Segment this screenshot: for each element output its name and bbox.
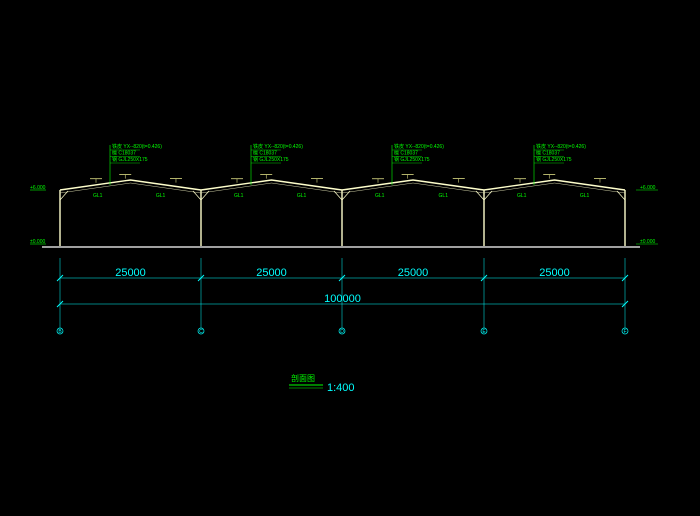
rafter-inner-span-2 [200, 182, 343, 194]
grid-axis-label: D [340, 329, 344, 335]
drawing-scale: 1:400 [327, 382, 355, 394]
drawing-title: 剖面图 1:400 [289, 373, 355, 394]
elevation-marks: +6.000 ±0.000 +6.000 ±0.000 [30, 185, 658, 245]
annotation-note-line: 铁皮 YX--820(t=0.426) [536, 143, 586, 150]
grid-axis-bubble [56, 327, 64, 335]
grid-axis-bubble [338, 327, 346, 335]
grid-axis-F: F [621, 327, 629, 335]
haunch-left-3 [341, 190, 351, 201]
grid-axis-label: E [482, 329, 486, 335]
annotation-note-line: 檩 C18037 [112, 150, 136, 157]
haunch-left-4 [483, 190, 493, 201]
rafter-span-1 [59, 179, 202, 191]
annotation-note-line: 铁皮 YX--820(t=0.426) [112, 143, 162, 150]
haunch-right-1 [192, 190, 202, 201]
portal-frames [59, 179, 626, 246]
purlin-label: GL1 [93, 193, 103, 199]
grid-axis-C: C [197, 327, 205, 335]
rafter-inner-span-3 [341, 182, 485, 194]
purlin-label: GL1 [156, 193, 166, 199]
purlin-label: GL1 [375, 193, 385, 199]
grid-axis-label: B [58, 329, 62, 335]
annotation-note-line: 檩 C18037 [536, 150, 560, 157]
annotation-note-line: 钢 GJL250X175 [253, 156, 289, 163]
haunch-left-2 [200, 190, 210, 201]
purlin-label: GL1 [439, 193, 449, 199]
annotation-note-line: 檩 C18037 [253, 150, 277, 157]
rafter-inner-span-4 [483, 182, 626, 194]
grid-axis-D: D [338, 327, 346, 335]
haunch-right-3 [475, 190, 485, 201]
grid-axis-label: F [623, 329, 626, 335]
purlin-label: GL1 [580, 193, 590, 199]
haunch-left-1 [59, 190, 69, 201]
span-dimension-4: 25000 [539, 267, 570, 279]
annotation-note-line: 铁皮 YX--820(t=0.426) [253, 143, 303, 150]
grid-axis-label: C [199, 329, 203, 335]
annotation-note-line: 铁皮 YX--820(t=0.426) [394, 143, 444, 150]
grid-axis-bubble [197, 327, 205, 335]
rafter-span-3 [341, 179, 485, 191]
annotation-note-line: 钢 GJL250X175 [536, 156, 572, 163]
dimension-tick [56, 300, 64, 308]
rafter-span-4 [483, 179, 626, 191]
purlin-label: GL1 [234, 193, 244, 199]
dimension-lines: 25000 25000 25000 25000 100000 [56, 258, 629, 328]
span-dimension-2: 25000 [256, 267, 287, 279]
elevation-ground-left: ±0.000 [30, 239, 45, 245]
purlin-label: GL1 [517, 193, 527, 199]
grid-axis-E: E [480, 327, 488, 335]
grid-axis-bubble [480, 327, 488, 335]
haunch-right-4 [616, 190, 626, 201]
span-dimension-3: 25000 [398, 267, 429, 279]
rafter-span-2 [200, 179, 343, 191]
haunch-right-2 [333, 190, 343, 201]
elevation-eave-left: +6.000 [30, 185, 46, 191]
grid-axis-B: B [56, 327, 64, 335]
rafter-inner-span-1 [59, 182, 202, 194]
elevation-eave-right: +6.000 [640, 185, 656, 191]
span-dimension-1: 25000 [115, 267, 146, 279]
annotation-note-line: 檩 C18037 [394, 150, 418, 157]
grid-axis-bubble [621, 327, 629, 335]
dimension-tick [621, 300, 629, 308]
annotation-note-line: 钢 GJL250X175 [112, 156, 148, 163]
grid-axes: B C D E F [56, 327, 629, 335]
annotation-note-line: 钢 GJL250X175 [394, 156, 430, 163]
elevation-ground-right: ±0.000 [640, 239, 655, 245]
total-dimension: 100000 [324, 293, 361, 305]
drawing-title-name: 剖面图 [291, 373, 315, 383]
purlin-label: GL1 [297, 193, 307, 199]
